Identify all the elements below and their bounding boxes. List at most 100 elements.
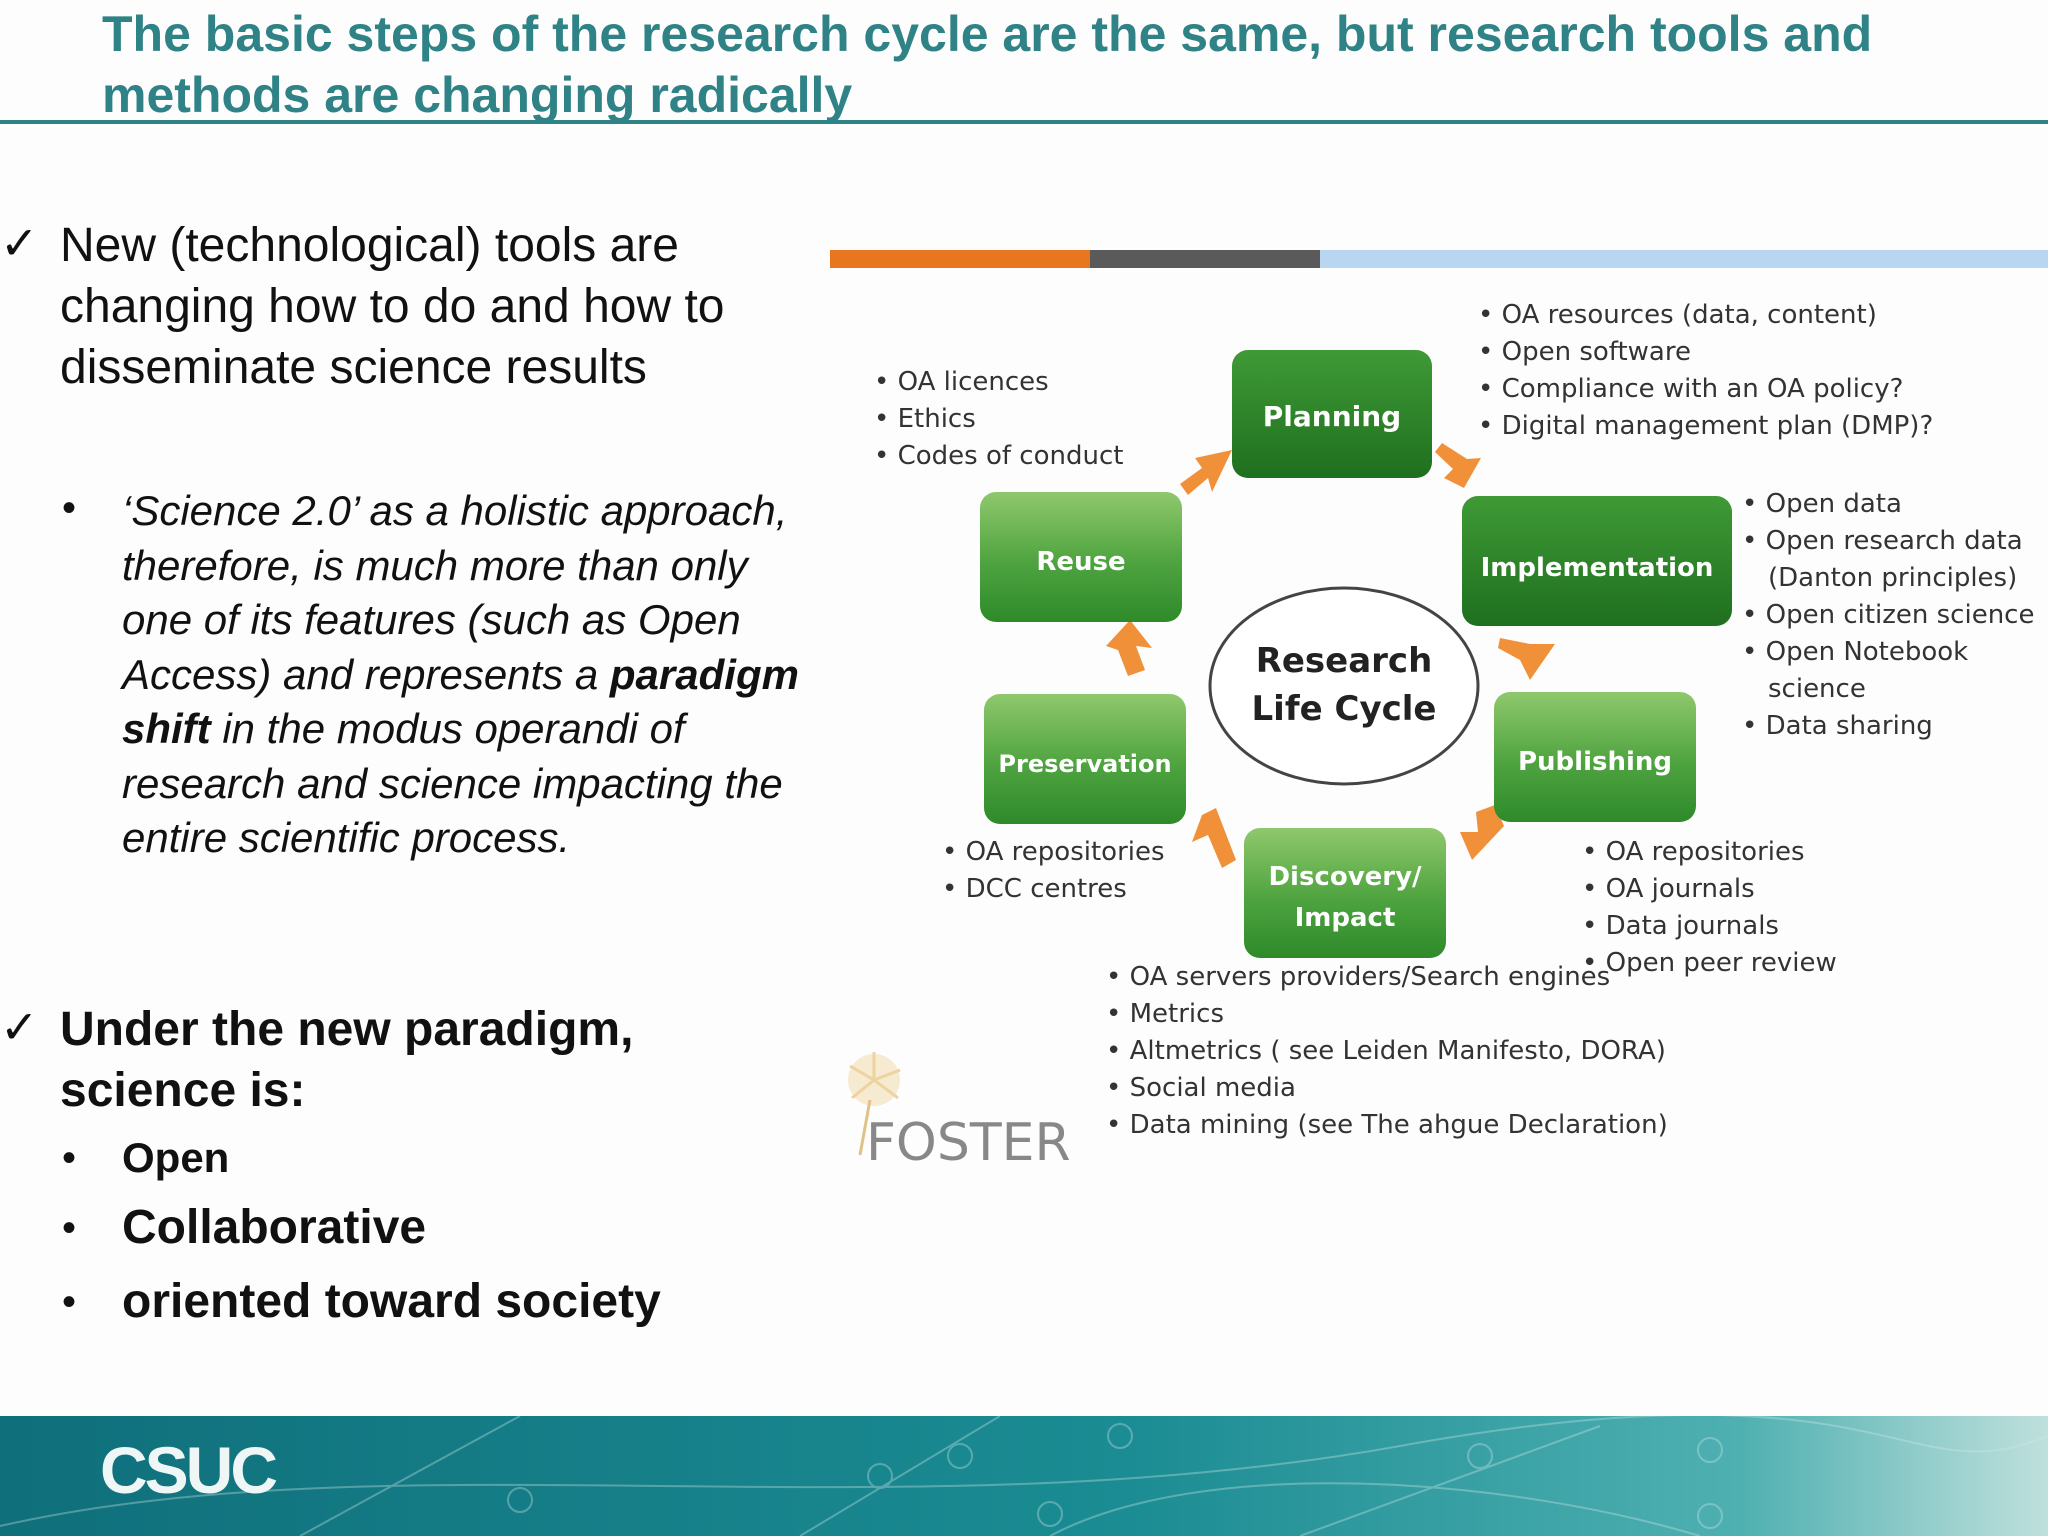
svg-text:• OA licences: • OA licences <box>874 367 1049 397</box>
note: (Danton principles) <box>1768 563 2017 593</box>
stage-reuse-label: Reuse <box>1036 547 1125 577</box>
center-label-line-1: Research <box>1256 641 1433 681</box>
notes-planning: • OA resources (data, content) • Open so… <box>1478 300 1933 441</box>
stage-discovery-impact: Discovery/ Impact <box>1244 828 1446 958</box>
note: Data journals <box>1606 911 1779 941</box>
paradigm-shift-emphasis: paradigm shift <box>122 650 799 753</box>
note: Data mining (see The ahgue Declaration) <box>1130 1110 1668 1140</box>
svg-text:• Open research data: • Open research data <box>1742 526 2023 556</box>
point-1-line-3: disseminate science results <box>60 341 647 394</box>
color-bar-orange <box>830 250 1090 268</box>
dandelion-icon <box>848 1052 901 1156</box>
note: Open data <box>1766 489 1902 519</box>
arrow-icon <box>1435 443 1481 488</box>
note: OA repositories <box>966 837 1165 867</box>
note: OA journals <box>1606 874 1755 904</box>
note: Data sharing <box>1766 711 1933 741</box>
point-2-line-1: Under the new paradigm, <box>60 1003 634 1056</box>
paragraph-part-1: ‘Science 2.0’ as a holistic approach, th… <box>122 487 788 698</box>
svg-text:• OA journals: • OA journals <box>1582 874 1755 904</box>
checkmark-icon: ✓ <box>0 217 39 269</box>
research-lifecycle-diagram: Research Life Cycle Planning Implementat… <box>830 250 2048 1173</box>
slide-title: The basic steps of the research cycle ar… <box>102 6 1873 123</box>
svg-text:• Open data: • Open data <box>1742 489 1902 519</box>
color-bar-blue <box>1320 250 2048 268</box>
svg-text:• OA repositories: • OA repositories <box>942 837 1165 867</box>
svg-text:• OA repositories: • OA repositories <box>1582 837 1805 867</box>
svg-text:• Altmetrics ( see Leiden Mani: • Altmetrics ( see Leiden Manifesto, DOR… <box>1106 1036 1666 1066</box>
svg-text:• OA servers providers/Search: • OA servers providers/Search engines <box>1106 962 1610 992</box>
notes-discovery: • OA servers providers/Search engines • … <box>1106 962 1668 1140</box>
csuc-logo: CSUC <box>100 1433 278 1507</box>
science-2-paragraph: ‘Science 2.0’ as a holistic approach, th… <box>122 484 802 866</box>
note: OA resources (data, content) <box>1502 300 1877 330</box>
stage-discovery-label-2: Impact <box>1295 903 1396 933</box>
center-label-line-2: Life Cycle <box>1252 689 1437 729</box>
bullet-icon: • <box>62 1136 77 1180</box>
svg-text:• Compliance with an OA policy: • Compliance with an OA policy? <box>1478 374 1903 404</box>
bullet-icon: • <box>62 486 77 530</box>
stage-preservation: Preservation <box>984 694 1186 824</box>
svg-text:• Data mining (see The ahgue D: • Data mining (see The ahgue Declaration… <box>1106 1110 1668 1140</box>
svg-text:• OA resources (data, content): • OA resources (data, content) <box>1478 300 1877 330</box>
stage-reuse: Reuse <box>980 492 1182 622</box>
stage-implementation: Implementation <box>1462 496 1732 626</box>
note: DCC centres <box>966 874 1127 904</box>
foster-logo: FOSTER <box>848 1052 1071 1173</box>
svg-text:• Data sharing: • Data sharing <box>1742 711 1933 741</box>
network-pattern <box>0 1416 2048 1536</box>
note: Altmetrics ( see Leiden Manifesto, DORA) <box>1130 1036 1666 1066</box>
notes-reuse: • OA licences • Ethics • Codes of conduc… <box>874 367 1123 471</box>
svg-text:• Data journals: • Data journals <box>1582 911 1779 941</box>
note: Compliance with an OA policy? <box>1502 374 1904 404</box>
note: OA licences <box>898 367 1049 397</box>
svg-text:• Codes of conduct: • Codes of conduct <box>874 441 1123 471</box>
stage-implementation-label: Implementation <box>1481 553 1714 583</box>
center-ellipse <box>1208 586 1480 786</box>
note: Open Notebook <box>1766 637 1969 667</box>
title-rule <box>0 120 2048 124</box>
stage-planning-label: Planning <box>1263 400 1401 433</box>
note: science <box>1768 674 1866 704</box>
stage-planning: Planning <box>1232 350 1432 478</box>
stage-publishing: Publishing <box>1494 692 1696 822</box>
arrow-icon <box>1460 805 1504 860</box>
cycle-arrows <box>1106 443 1555 868</box>
foster-logo-text: FOSTER <box>866 1113 1071 1173</box>
stage-discovery-label-1: Discovery/ <box>1268 862 1422 892</box>
notes-implementation: • Open data • Open research data (Danton… <box>1742 489 2034 741</box>
svg-text:• Social media: • Social media <box>1106 1073 1296 1103</box>
svg-text:• Metrics: • Metrics <box>1106 999 1224 1029</box>
svg-text:• Ethics: • Ethics <box>874 404 976 434</box>
bullet-icon: • <box>62 1280 77 1324</box>
note: Open research data <box>1766 526 2023 556</box>
svg-text:• Open peer review: • Open peer review <box>1582 948 1837 978</box>
point-1-line-1: New (technological) tools are <box>60 219 679 272</box>
svg-text:• DCC centres: • DCC centres <box>942 874 1127 904</box>
bullet-icon: • <box>62 1206 77 1250</box>
note: Metrics <box>1130 999 1224 1029</box>
note: OA repositories <box>1606 837 1805 867</box>
note: OA servers providers/Search engines <box>1130 962 1611 992</box>
checkmark-icon: ✓ <box>0 1001 39 1053</box>
note: Open peer review <box>1606 948 1837 978</box>
note: Codes of conduct <box>898 441 1124 471</box>
arrow-icon <box>1192 808 1236 868</box>
arrow-icon <box>1180 450 1232 495</box>
item-open: Open <box>122 1134 230 1181</box>
paragraph-part-2: in the modus operandi of research and sc… <box>122 705 783 861</box>
svg-text:• Open citizen science: • Open citizen science <box>1742 600 2034 630</box>
notes-preservation: • OA repositories • DCC centres <box>942 837 1165 904</box>
arrow-icon <box>1106 620 1152 676</box>
point-2-line-2: science is: <box>60 1064 306 1117</box>
item-oriented-toward-society: oriented toward society <box>122 1275 661 1328</box>
svg-text:• Open Notebook: • Open Notebook <box>1742 637 1968 667</box>
note: Open software <box>1502 337 1691 367</box>
stage-publishing-label: Publishing <box>1518 747 1672 777</box>
footer-banner: CSUC <box>0 1416 2048 1536</box>
note: Digital management plan (DMP)? <box>1502 411 1934 441</box>
point-1-line-2: changing how to do and how to <box>60 280 725 333</box>
svg-text:• Digital management plan (DMP: • Digital management plan (DMP)? <box>1478 411 1933 441</box>
note: Social media <box>1130 1073 1296 1103</box>
arrow-icon <box>1498 638 1555 680</box>
